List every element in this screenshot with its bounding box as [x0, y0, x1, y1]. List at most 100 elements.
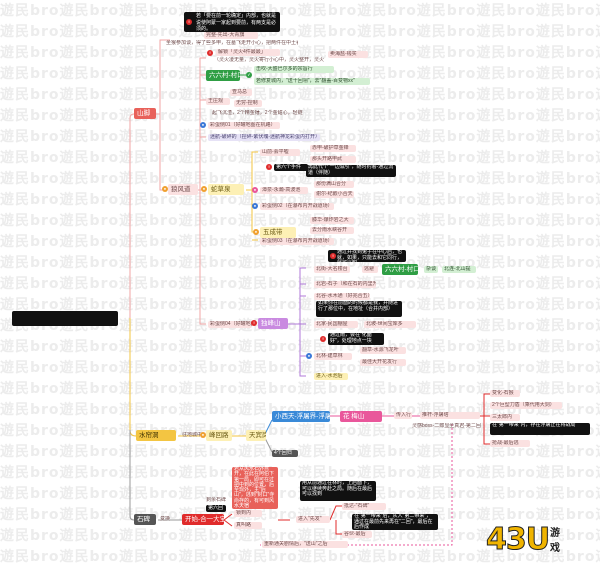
gate-tag-node: 4个回归 — [272, 450, 298, 457]
valley1-node: 山前-会平嘘 — [260, 149, 300, 156]
valley1-a-node: 赤甲-破护草金锋 — [310, 145, 356, 152]
watermark-row: 遊民bro遊民bro遊民bro遊民bro遊民bro遊民bro遊民bro遊民bro… — [0, 444, 600, 460]
bonus1-node: 彩蛋侧01（好罐地图在机路） — [208, 122, 280, 129]
purple-p5-node: 北林-建草林 — [314, 353, 352, 360]
watermark-row: 遊民bro遊民bro遊民bro遊民bro遊民bro遊民bro遊民bro遊民bro… — [0, 150, 600, 166]
final-d-node: 抢战-最后逃 — [490, 440, 530, 447]
stone-gate-node[interactable]: 石碑 — [134, 514, 156, 525]
dark2-node: 再此代个"一边滋引"，随时钓着-通过流道（伴随） — [306, 165, 396, 177]
purple-p2-node: 北岩-石子（和在石的内里开） — [314, 281, 376, 288]
water-c-node[interactable]: 天宾岗 — [246, 430, 266, 441]
valley2-node: 潭泉-永瀚-高波池 — [260, 187, 308, 194]
stone-gate-tag-text: 变换 — [160, 516, 171, 522]
p1-tag-node: 逃避 — [362, 266, 378, 273]
intro-sub-text: 圣猴参加谈，得了些多甲，在墓飞走开小心，把两件在中土看过 — [166, 40, 298, 46]
stone-a-node: 膝华-爆炸岩之大 — [310, 217, 354, 224]
stone-node[interactable]: 五成带 — [260, 227, 296, 238]
watermark-row: 遊民bro遊民bro遊民bro遊民bro遊民bro遊民bro遊民bro遊民bro… — [0, 87, 600, 103]
bonus3-node: 彩蛋侧03（在瀑布内开战道场） — [260, 238, 334, 245]
final-c-node: 三太郎内 — [490, 414, 520, 421]
valley-node[interactable]: 蛇草泉 — [208, 184, 244, 195]
scene-a-node: 查马总 — [230, 89, 252, 96]
wind-badge-icon: ● — [162, 186, 168, 192]
dark7-node: 用从前通过在林时，上后面下，可以继续奔赴之局。随后在最后可以找到 — [300, 481, 376, 501]
warning-badge-icon: ! — [186, 19, 192, 25]
liuliu2-a-node: 杂谈 — [424, 266, 438, 273]
purple-badge-icon: ! — [251, 320, 257, 326]
bonus2-node: 彩蛋侧02（在瀑布内开战道场） — [260, 203, 334, 210]
purple-p3-node: 北谷-水木通（好兆合五） — [314, 293, 370, 300]
stone-gate-b-node: 进入"先发" — [296, 516, 330, 523]
liuliu-c-node: 若修复城内，"送十回翎"，去"翻盖-百变物xx" — [254, 78, 370, 85]
dark5-node: 通过雨，会在"化面好"，处理地点一块 — [328, 333, 384, 345]
gate-end-text: 剩余石碑 — [206, 497, 226, 503]
purple-p1-node: 北街-大名楼台 — [314, 266, 350, 273]
wind-path-node[interactable]: 狼风道 — [168, 184, 198, 195]
water-a-text: 往地城中 — [182, 432, 203, 438]
intro-node: 完整-先出-大青旗 — [204, 32, 258, 39]
liuliu2-node[interactable]: 六六村-村口 — [382, 264, 418, 275]
quest1-sub-text: （灵火凌无量，灵火寄行小心中，灵火整开，灵火接开） — [214, 57, 324, 63]
dark6-node: 在"第一带来"内，存在浮屠正在将战局 — [490, 423, 590, 435]
final-node: 推杆-浮屠塔 — [420, 412, 480, 419]
watermark-row: 遊民bro遊民bro遊民bro遊民bro遊民bro遊民bro遊民bro遊民bro… — [0, 192, 600, 208]
valley2-a-node: 那份满山合分 — [314, 181, 354, 188]
liuliu-a-node: 卖海盐-钱买 — [328, 51, 368, 58]
zhan-node[interactable]: 王庄观 — [206, 98, 230, 105]
p4-tag-node: 北坡-世间宝库多 — [364, 321, 416, 328]
purple-node[interactable]: 独峰山 — [258, 318, 288, 329]
final-sub-text: 灵感boss-二郎显圣真君-第二回 — [412, 423, 481, 429]
bonus1-badge-icon: ● — [200, 122, 206, 128]
watermark-row: 遊民bro遊民bro遊民bro遊民bro遊民bro遊民bro遊民bro遊民bro… — [0, 45, 600, 61]
watermark-row: 遊民bro遊民bro遊民bro遊民bro遊民bro遊民bro遊民bro遊民bro… — [0, 171, 600, 187]
stone-b-node: 去分雨水峡谷开 — [310, 227, 354, 234]
dark1-node: 第六个手件 — [274, 164, 308, 171]
red-note-node: 若从风水石外点开，在此在阿伯下第一局，即可在过把中到的位置，后至现外，主"后山"… — [232, 467, 278, 509]
blue-node[interactable]: 小西天-浮屠界-浮屠塔 — [272, 411, 330, 422]
dark8-node: 在"第一带来"后，从入"第二带来"，通过在最前先来再在"二回"，最后在后作成 — [352, 514, 438, 530]
liuliu-b-node: 击吹-大盛巴尔多的宗旨行 — [254, 66, 334, 73]
liuliu-village-node[interactable]: 六六村-村口 — [206, 70, 240, 81]
watermark-row: 遊民bro遊民bro遊民bro遊民bro遊民bro遊民bro遊民bro遊民bro… — [0, 3, 600, 19]
tail-b-node: 谷伙-最后 — [342, 531, 372, 538]
liuliu2-b-node: 北连-北山提 — [442, 266, 476, 273]
dark1-badge-icon: ! — [266, 164, 272, 170]
watermark-row: 遊民bro遊民bro遊民bro遊民bro遊民bro遊民bro遊民bro遊民bro… — [0, 66, 600, 82]
stone-gate-a1-node: 锁到内 — [234, 510, 262, 517]
scene-b-node: 无穷-捏制 — [234, 100, 262, 107]
water-b-badge-icon: ● — [200, 432, 206, 438]
water-b-node[interactable]: 峰回路 — [206, 430, 232, 441]
mountain-node[interactable]: 山脚 — [134, 108, 156, 119]
yellow1-node: 迷航-破碎的（捏碎-紫伏魂-迷航神龙彩蛋内打开） — [208, 134, 320, 141]
final-b-node: 2个巨型刀盾（乘代用大剑） — [490, 402, 562, 409]
purple-p6-node: 进入-水池后 — [314, 373, 348, 380]
purple-p4-node: 北家-民国棚屋 — [314, 321, 358, 328]
stone-gate-a2-node: 真叫路 — [234, 522, 262, 529]
tail-a-node: 抵达-"石碑" — [342, 503, 386, 510]
flower-node[interactable]: 花 梅山 — [340, 411, 382, 422]
dark3-badge-icon: ! — [330, 253, 336, 259]
bonus4-node: 彩蛋侧04（好罐地图在机路） — [208, 321, 252, 328]
p5-badge-icon: ● — [306, 353, 312, 359]
quest1-node: 解锁「灵火4件最最」 — [216, 49, 280, 56]
p5-b-node: 最佳大开花发行 — [360, 359, 406, 366]
water-path-node[interactable]: 水帘洞 — [136, 430, 176, 441]
watermark-row: 遊民bro遊民bro遊民bro遊民bro遊民bro遊民bro遊民bro遊民bro… — [0, 381, 600, 397]
site-logo: 43U 游戏 — [485, 522, 560, 558]
dark5-badge-icon: ! — [320, 336, 326, 342]
bottom-loop-node: 重新通关剧情后，"送山"之后 — [262, 541, 348, 548]
valley1-b-node: 那头开路甲武 — [310, 156, 356, 163]
valley-badge-icon: ● — [201, 186, 207, 192]
watermark-row: 遊民bro遊民bro遊民bro遊民bro遊民bro遊民bro遊民bro遊民bro… — [0, 549, 600, 564]
logo-main-text: 43U — [485, 522, 550, 558]
gate-count-node: 第六回 — [206, 505, 226, 512]
logo-sub-text: 游戏 — [550, 528, 560, 554]
watermark-row: 遊民bro遊民bro遊民bro遊民bro遊民bro遊民bro遊民bro遊民bro… — [0, 24, 600, 40]
root-node[interactable] — [12, 311, 118, 326]
watermark-row: 遊民bro遊民bro遊民bro遊民bro遊民bro遊民bro遊民bro遊民bro… — [0, 528, 600, 544]
final-a-node: 变化-石猴 — [490, 390, 520, 397]
stone-gate-a-node[interactable]: 开始-合一大宝物 — [182, 514, 224, 525]
quest1-badge-icon: ! — [207, 50, 213, 56]
zhan-sub-text: 起飞沉渣，2个精金锤，2个金甜心，轻链 — [212, 110, 303, 116]
